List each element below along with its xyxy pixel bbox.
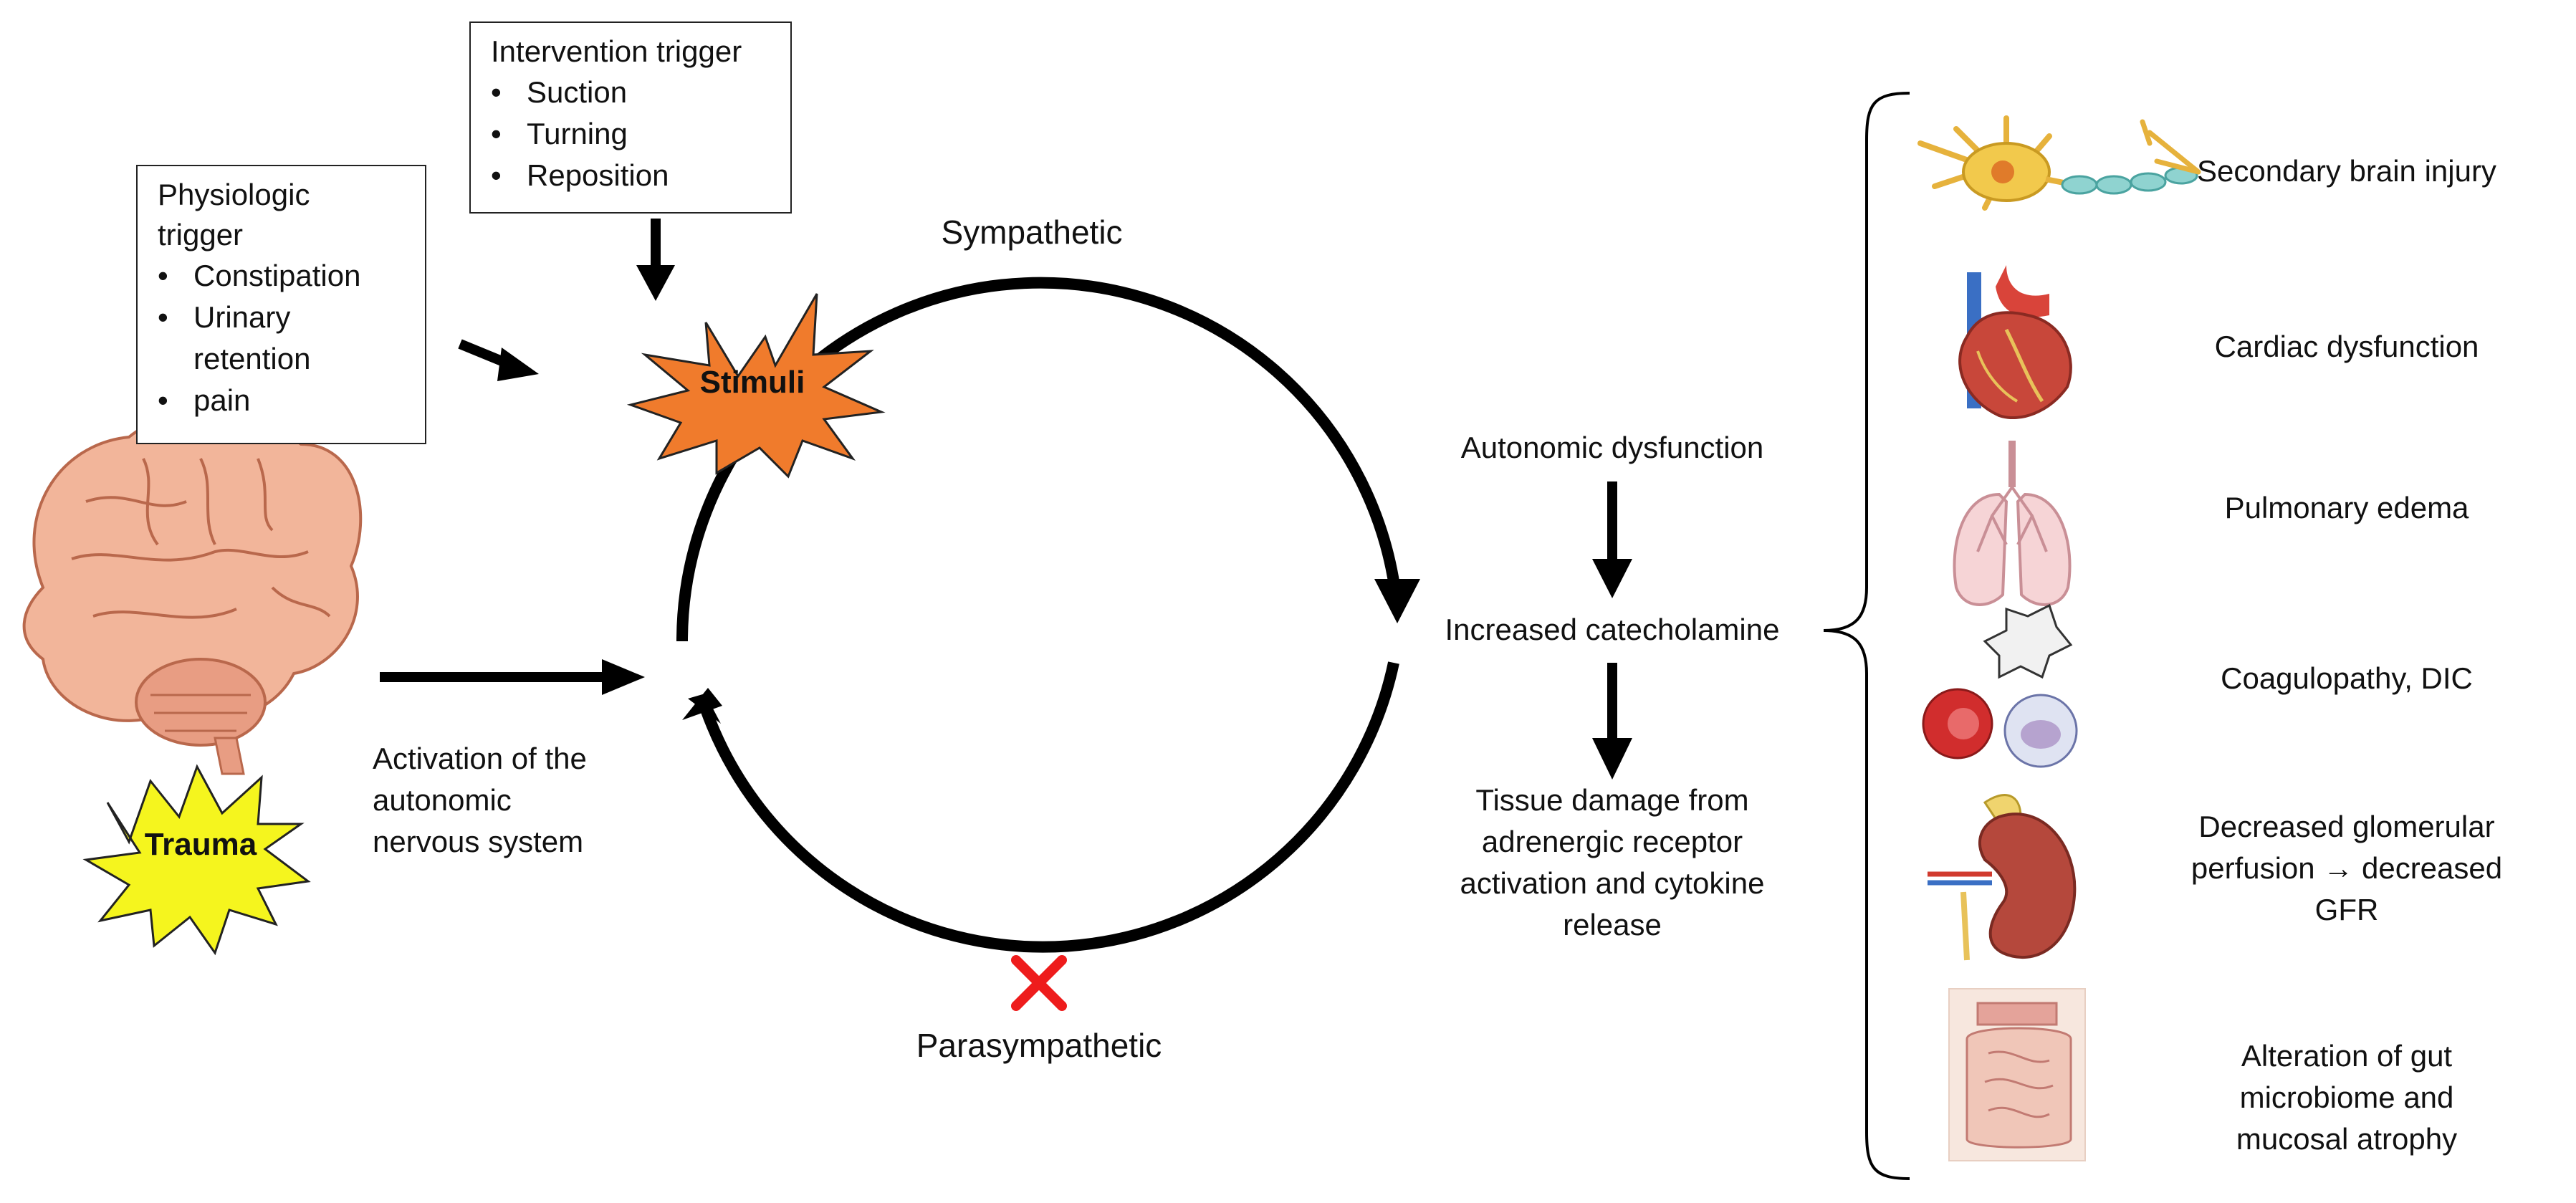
neuron-icon: [1917, 115, 2201, 211]
intervention-item-turning: Turning: [491, 113, 790, 155]
sympathetic-arc: [676, 277, 1403, 642]
effect-cardiac-dysfunction: Cardiac dysfunction: [2214, 330, 2479, 363]
physiologic-trigger-box: Physiologic trigger Constipation Urinary…: [136, 165, 426, 444]
physiologic-trigger-title-line1: Physiologic: [158, 178, 310, 211]
blocked-cross-icon: [1011, 955, 1067, 1011]
physiologic-item-urinary-retention: Urinary retention: [158, 297, 373, 380]
heart-icon: [1958, 265, 2072, 420]
sympathetic-label: Sympathetic: [941, 214, 1123, 251]
increased-catecholamine-label: Increased catecholamine: [1445, 613, 1780, 646]
intervention-item-suction: Suction: [491, 72, 790, 113]
effect-pulmonary-edema: Pulmonary edema: [2224, 491, 2469, 524]
autonomic-dysfunction-label: Autonomic dysfunction: [1460, 431, 1764, 464]
intestine-icon: [1948, 988, 2086, 1161]
trauma-label: Trauma: [144, 827, 257, 862]
effect-coagulopathy: Coagulopathy, DIC: [2221, 661, 2473, 695]
kidney-icon: [1928, 794, 2077, 961]
stimuli-label: Stimuli: [699, 365, 805, 400]
physiologic-item-constipation: Constipation: [158, 255, 425, 297]
intervention-item-reposition: Reposition: [491, 155, 790, 196]
effect-secondary-brain-injury: Secondary brain injury: [2197, 154, 2496, 188]
parasympathetic-label: Parasympathetic: [916, 1027, 1162, 1064]
tissue-damage-label: Tissue damage from adrenergic receptor a…: [1460, 783, 1765, 941]
physiologic-trigger-title-line2: trigger: [158, 218, 244, 251]
intervention-trigger-title: Intervention trigger: [491, 34, 742, 68]
trauma-burst: [82, 764, 311, 956]
effects-brace: [1823, 92, 1910, 1180]
activation-label: Activation of the autonomic nervous syst…: [373, 742, 587, 858]
effect-gut-microbiome: Alteration of gut microbiome and mucosal…: [2236, 1039, 2458, 1156]
blood-cells-icon: [1922, 603, 2078, 768]
effect-decreased-gfr: Decreased glomerular perfusion → decreas…: [2190, 810, 2503, 926]
lungs-icon: [1953, 441, 2072, 606]
physiologic-item-pain: pain: [158, 380, 425, 421]
stimuli-burst: [626, 293, 886, 479]
sympathetic-arrowhead: [1374, 579, 1420, 623]
parasympathetic-arc: [700, 661, 1399, 953]
intervention-trigger-box: Intervention trigger Suction Turning Rep…: [469, 21, 792, 214]
brain-icon: [22, 412, 363, 775]
